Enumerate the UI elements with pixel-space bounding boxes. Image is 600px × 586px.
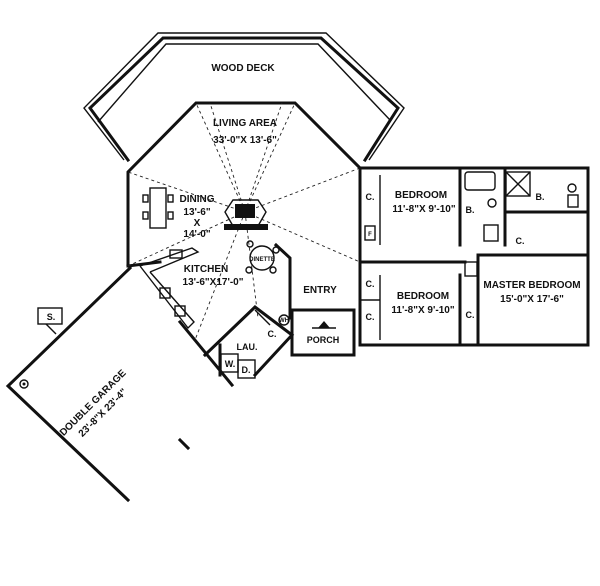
ceiling-beams — [127, 102, 361, 341]
dining-dim-2: 14'-0" — [183, 229, 210, 240]
closet-label-2: C. — [366, 279, 375, 289]
entry-label: ENTRY — [303, 285, 337, 296]
closet-label-1: C. — [366, 192, 375, 202]
living-area-dims: 33'-0"X 13'-6" — [213, 135, 277, 146]
closet-label-4: C. — [466, 310, 475, 320]
dining-dim-1: 13'-6" — [183, 207, 210, 218]
bath-1-label: B. — [466, 205, 475, 215]
porch-label: PORCH — [307, 335, 340, 345]
dining-table — [142, 187, 174, 229]
kitchen-dims: 13'-6"X17'-0" — [183, 277, 244, 288]
copyright-icon — [19, 379, 29, 389]
wood-deck-label: WOOD DECK — [211, 63, 275, 74]
bedroom-2-label: BEDROOM — [397, 291, 449, 302]
bedroom-1-dims: 11'-8"X 9'-10" — [392, 204, 455, 215]
entry-partition — [273, 242, 292, 320]
bath-2-label: B. — [536, 192, 545, 202]
kitchen-counter — [139, 247, 200, 330]
porch — [290, 308, 356, 357]
master-bedroom-dims: 15'-0"X 17'-6" — [500, 294, 564, 305]
water-heater-label: WH — [279, 318, 289, 324]
storage-label: S. — [47, 312, 56, 322]
laundry-label: LAU. — [237, 342, 258, 352]
living-area-label: LIVING AREA — [213, 118, 277, 129]
dinette-table — [245, 240, 280, 274]
closet-label-5: C. — [516, 236, 525, 246]
master-bedroom-label: MASTER BEDROOM — [483, 280, 580, 291]
garage-label-group: DOUBLE GARAGE 23'-8"X 23'-4" — [58, 368, 130, 440]
dinette-label: DINETTE — [249, 257, 275, 263]
bedroom-2-dims: 11'-8"X 9'-10" — [391, 305, 454, 316]
wood-deck — [83, 32, 405, 163]
dryer-label: D. — [242, 365, 251, 375]
garage — [5, 265, 191, 503]
dining-x: X — [194, 218, 201, 229]
laundry-area — [202, 305, 295, 379]
closet-label-3: C. — [366, 312, 375, 322]
washer-label: W. — [225, 359, 236, 369]
bedroom-wing — [358, 166, 590, 347]
kitchen-label: KITCHEN — [184, 264, 228, 275]
linen-symbol: F — [368, 232, 372, 238]
laundry-closet-label: C. — [268, 329, 277, 339]
fireplace-icon — [224, 199, 268, 230]
dining-label: DINING — [180, 194, 215, 205]
bedroom-1-label: BEDROOM — [395, 190, 447, 201]
